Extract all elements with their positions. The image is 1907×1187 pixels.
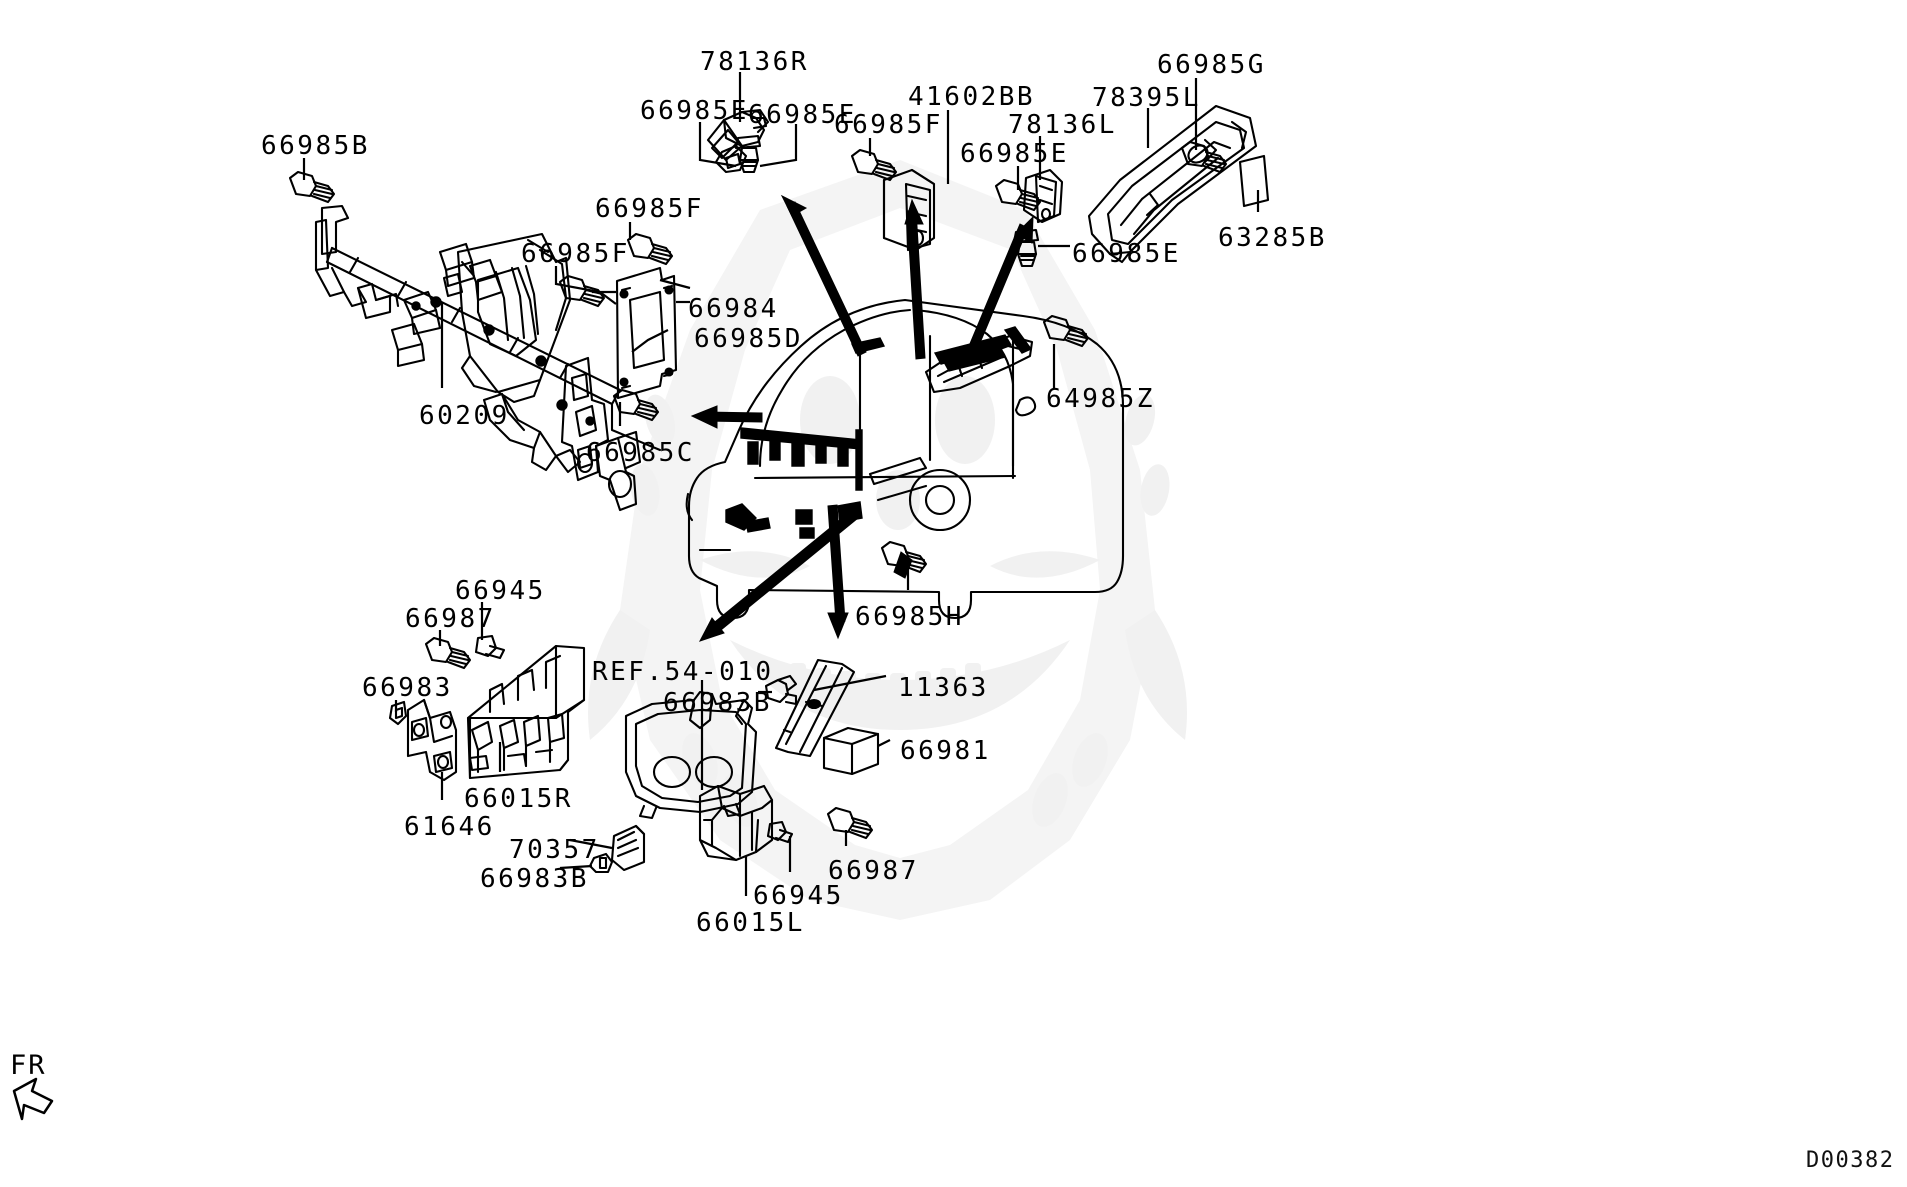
bolt-66987-upper	[424, 636, 472, 670]
part-label-66985f: 66985F	[521, 239, 630, 269]
diagram-id-label: D00382	[1806, 1148, 1895, 1173]
part-label-ref-54-010: REF.54-010	[592, 657, 774, 687]
part-label-66985c: 66985C	[586, 438, 695, 468]
vehicle-internal-parts	[725, 326, 1033, 539]
part-label-66985e: 66985E	[960, 139, 1069, 169]
part-64985Z-member	[924, 334, 1034, 394]
fr-direction-arrow	[12, 1077, 54, 1121]
bolt-66985H	[880, 540, 928, 574]
part-60209-rivets	[411, 296, 595, 426]
part-label-66945: 66945	[753, 881, 844, 911]
part-70357-grommet	[610, 824, 646, 872]
part-41602BB-bracket	[882, 168, 936, 252]
part-label-66015l: 66015L	[696, 908, 805, 938]
bolt-66985F-upper	[626, 232, 674, 266]
part-label-61646: 61646	[404, 812, 495, 842]
part-label-66945: 66945	[455, 576, 546, 606]
part-label-66983b: 66983B	[663, 688, 772, 718]
part-label-78395l: 78395L	[1092, 83, 1201, 113]
part-60209-reinforcement-beam	[314, 204, 662, 512]
part-label-64985z: 64985Z	[1046, 384, 1155, 414]
part-label-70357: 70357	[509, 835, 600, 865]
part-label-60209: 60209	[419, 401, 510, 431]
part-66983-clip	[388, 700, 408, 726]
part-label-66983b: 66983B	[480, 864, 589, 894]
bolt-66987-bottom	[826, 806, 874, 840]
part-label-66015r: 66015R	[464, 784, 573, 814]
part-66015R-battery-tray	[466, 644, 586, 780]
part-label-66987: 66987	[405, 604, 496, 634]
part-66984-plate	[615, 266, 678, 400]
bolt-66985G	[1180, 140, 1228, 174]
part-label-11363: 11363	[898, 673, 989, 703]
part-label-78136l: 78136L	[1008, 110, 1117, 140]
part-label-66987: 66987	[828, 856, 919, 886]
bolt-66985B	[288, 170, 336, 204]
part-label-66984: 66984	[688, 294, 779, 324]
bolt-66985E-center	[734, 134, 762, 174]
part-63285B-pad	[1238, 154, 1270, 208]
part-label-63285b: 63285B	[1218, 223, 1327, 253]
bolt-66985E-78136L	[994, 178, 1042, 212]
exploded-view-arrows	[690, 194, 1034, 642]
part-label-66985e: 66985E	[1072, 239, 1181, 269]
part-61646-bracket	[406, 698, 458, 782]
part-label-66981: 66981	[900, 736, 991, 766]
part-78395L-side-trim	[1087, 104, 1258, 264]
part-label-66985e: 66985E	[748, 100, 857, 130]
part-66981-block	[822, 726, 880, 776]
part-label-66985g: 66985G	[1157, 50, 1266, 80]
part-66945-clip-upper	[474, 634, 506, 660]
part-66983B-clip-mid	[764, 674, 798, 706]
part-66015L-bracket	[698, 784, 774, 862]
bolt-66985E-lower	[1012, 228, 1040, 268]
bolt-66985F-41602	[850, 148, 898, 182]
part-label-66985b: 66985B	[261, 131, 370, 161]
part-label-41602bb: 41602BB	[908, 82, 1036, 112]
part-label-66985h: 66985H	[855, 602, 964, 632]
part-11363-rod	[774, 658, 856, 758]
front-direction-label: FR	[10, 1050, 47, 1081]
part-label-66985e: 66985E	[640, 96, 749, 126]
bolt-64985Z	[1042, 314, 1090, 348]
part-label-66983: 66983	[362, 673, 453, 703]
part-label-66985f: 66985F	[834, 110, 943, 140]
part-label-66985f: 66985F	[595, 194, 704, 224]
part-label-66985d: 66985D	[694, 324, 803, 354]
part-label-78136r: 78136R	[700, 47, 809, 77]
leader-lines	[302, 72, 1260, 896]
